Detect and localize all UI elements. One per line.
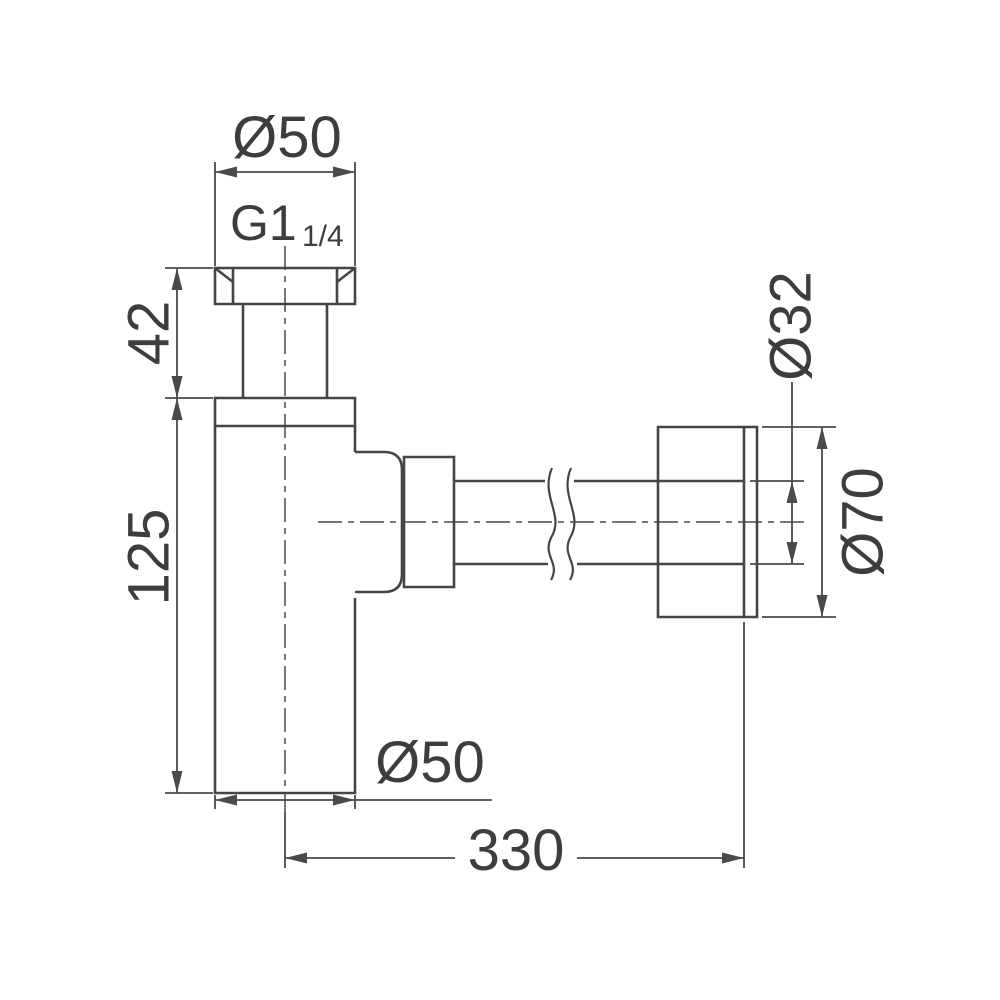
arrow-70-top bbox=[816, 427, 828, 449]
pipe-break-curve-left bbox=[547, 467, 557, 581]
top-diameter-dim-label: Ø50 bbox=[232, 105, 342, 170]
body-diameter-extension-lines bbox=[214, 795, 356, 809]
centerlines bbox=[284, 246, 808, 812]
pipe-break-symbol bbox=[547, 467, 576, 581]
outlet-pipe-diameter-dim-label: Ø32 bbox=[759, 271, 824, 381]
arrow-32-bottom bbox=[786, 542, 798, 564]
overall-length-label-mask bbox=[455, 824, 577, 874]
wall-flange bbox=[656, 425, 759, 619]
wall-flange-outline bbox=[656, 425, 759, 619]
dimension-labels: Ø50 G1 1/4 42 125 Ø32 Ø70 Ø50 330 bbox=[117, 105, 896, 883]
inlet-nut-chamfer-right bbox=[336, 266, 356, 284]
dimension-arrows bbox=[171, 166, 828, 864]
arrow-body-dia-right bbox=[333, 794, 355, 806]
inlet-nut-outline bbox=[213, 266, 357, 306]
inlet-height-dim-label: 42 bbox=[117, 301, 182, 366]
outlet-connector-outline bbox=[355, 450, 404, 594]
arrow-top-dia-left bbox=[215, 166, 237, 178]
inlet-nut bbox=[213, 266, 357, 306]
arrow-70-bottom bbox=[816, 595, 828, 617]
arrow-32-top bbox=[786, 481, 798, 503]
dimension-lines bbox=[165, 162, 836, 868]
arrow-length-right bbox=[722, 852, 744, 864]
arrow-top-dia-right bbox=[333, 166, 355, 178]
thread-size-fraction-label: 1/4 bbox=[302, 220, 344, 253]
top-diameter-extension-lines bbox=[214, 162, 356, 266]
arrow-body-dia-left bbox=[215, 794, 237, 806]
overall-length-dim-label: 330 bbox=[468, 818, 565, 883]
arrow-length-left bbox=[285, 852, 307, 864]
arrow-125-bottom bbox=[171, 771, 183, 793]
flange-diameter-extension-lines bbox=[762, 426, 836, 618]
body-height-dim-label: 125 bbox=[117, 509, 182, 606]
trap-body-outline bbox=[213, 426, 357, 795]
pipe-diameter-extension-lines bbox=[750, 480, 804, 565]
arrow-42-top bbox=[171, 268, 183, 290]
body-diameter-dim-label: Ø50 bbox=[375, 730, 485, 795]
part-outline bbox=[213, 266, 759, 795]
outlet-nut-outline bbox=[402, 455, 456, 589]
wall-flange-diameter-dim-label: Ø70 bbox=[831, 467, 896, 577]
thread-size-label: G1 bbox=[230, 195, 297, 251]
arrow-42-bottom bbox=[171, 376, 183, 398]
inlet-pipe bbox=[241, 304, 329, 398]
left-extension-lines bbox=[165, 267, 213, 794]
arrow-125-top bbox=[171, 398, 183, 420]
inlet-nut-chamfer-left bbox=[214, 266, 234, 284]
pipe-break-curve-right bbox=[566, 467, 576, 581]
